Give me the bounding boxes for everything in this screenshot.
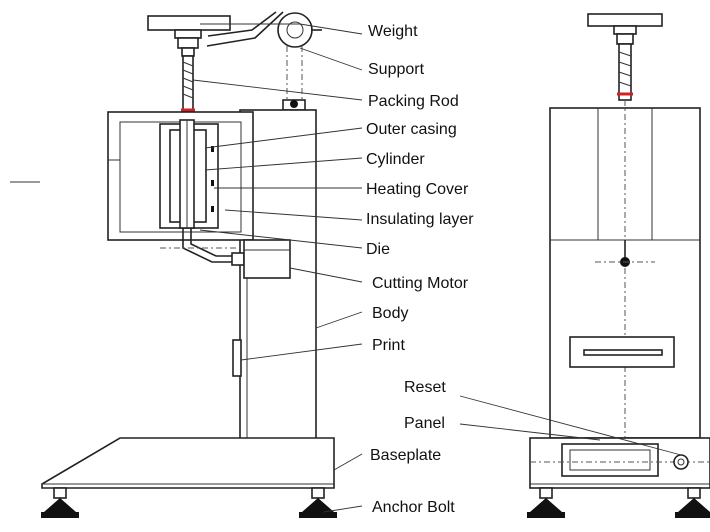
label-anchor-bolt: Anchor Bolt — [372, 499, 455, 516]
label-cutting-motor: Cutting Motor — [372, 275, 469, 292]
labels: Weight Support Packing Rod Outer casing … — [366, 23, 474, 516]
baseplate-part — [41, 437, 335, 489]
label-heating-cover: Heating Cover — [366, 181, 469, 198]
label-outer-casing: Outer casing — [366, 121, 457, 138]
label-insulating-layer: Insulating layer — [366, 211, 474, 228]
weight-part — [147, 15, 231, 57]
label-packing-rod: Packing Rod — [368, 93, 459, 110]
front-baseplate — [529, 437, 710, 489]
leader-lines — [192, 23, 682, 513]
anchor-bolts-front — [527, 487, 710, 518]
side-view — [10, 11, 337, 518]
label-die: Die — [366, 241, 390, 258]
label-reset: Reset — [404, 379, 446, 396]
label-print: Print — [372, 337, 405, 354]
label-support: Support — [368, 61, 425, 78]
cylinder-assembly — [159, 119, 219, 229]
anchor-bolts-side — [41, 487, 337, 518]
front-body — [549, 100, 701, 440]
label-baseplate: Baseplate — [370, 447, 441, 464]
packing-rod-part — [181, 55, 195, 119]
front-view — [527, 13, 710, 518]
label-weight: Weight — [368, 23, 418, 40]
label-body: Body — [372, 305, 408, 322]
front-weight — [587, 13, 663, 101]
label-cylinder: Cylinder — [366, 151, 425, 168]
label-panel: Panel — [404, 415, 445, 432]
cutting-motor-part — [243, 239, 291, 279]
